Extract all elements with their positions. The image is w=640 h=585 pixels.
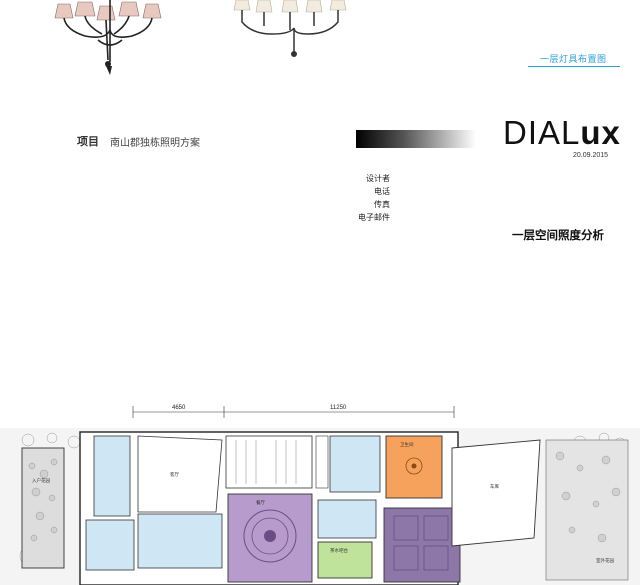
room-label-tea-bar: 茶水吧台 — [330, 547, 348, 554]
contact-fax-label: 传真 — [374, 200, 390, 209]
logo-text-dial: DIAL — [503, 114, 581, 151]
chandelier-image-right — [233, 0, 347, 57]
drawing-title-tag: 一层灯具布置图 — [540, 54, 607, 64]
contact-email-label: 电子邮件 — [358, 213, 390, 222]
dialux-logo: DIALux — [503, 116, 621, 149]
dimension-right: 11250 — [330, 405, 347, 411]
room-label-living: 客厅 — [170, 471, 179, 478]
room-label-bathroom: 卫生间 — [400, 441, 414, 448]
dimension-left: 4650 — [172, 405, 186, 411]
room-label-dining: 餐厅 — [256, 499, 265, 506]
logo-text-ux: ux — [580, 114, 621, 151]
project-name: 南山郡独栋照明方案 — [110, 138, 200, 149]
contact-designer-label: 设计者 — [366, 174, 390, 183]
section-title: 一层空间照度分析 — [512, 230, 604, 242]
floor-plan: 4650 11250 入户花园 客厅 餐厅 卫生间 茶水吧台 — [0, 405, 640, 585]
project-label: 项目 — [77, 136, 99, 148]
room-label-garage: 车库 — [490, 483, 499, 490]
room-label-entrance-garden: 入户花园 — [32, 477, 50, 484]
logo-gradient-bar — [356, 130, 476, 148]
chandelier-image-left — [54, 0, 162, 75]
room-label-outdoor-garden: 室外花园 — [596, 557, 614, 564]
tag-underline — [528, 66, 620, 67]
contact-phone-label: 电话 — [374, 187, 390, 196]
report-date: 20.09.2015 — [573, 152, 609, 159]
